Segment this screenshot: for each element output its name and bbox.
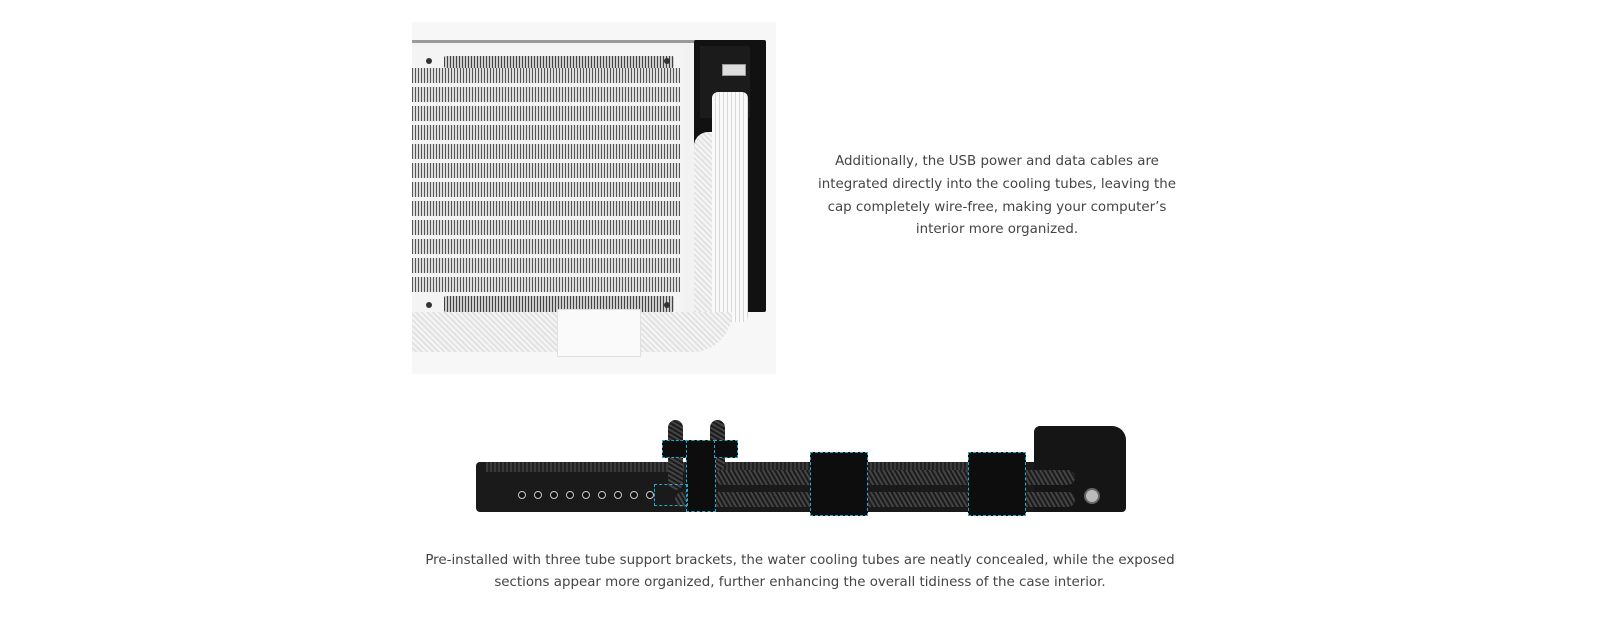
bracket-highlight-3 [968, 452, 1026, 516]
tube-bracket-product-image [470, 420, 1130, 530]
radiator-rail-top [486, 462, 1026, 472]
radiator-plate [412, 46, 684, 318]
radiator-fins-top [444, 56, 674, 68]
usb-connector-icon [722, 64, 746, 76]
tube-clip [557, 309, 641, 357]
feature-caption-tube-brackets: Pre-installed with three tube support br… [425, 553, 1175, 590]
mount-hole-icon [614, 491, 622, 499]
mount-hole-icon [518, 491, 526, 499]
radiator-fins [412, 68, 680, 296]
bracket-highlight-1c [654, 484, 688, 506]
bracket-highlight-1b [714, 440, 738, 458]
screw-icon [664, 58, 670, 64]
screw-icon [664, 302, 670, 308]
radiator-frame [412, 40, 697, 321]
bracket-highlight-1 [686, 440, 716, 512]
mount-hole-icon [582, 491, 590, 499]
bracket-highlight-2 [810, 452, 868, 516]
pump-screw-icon [1084, 488, 1100, 504]
screw-icon [426, 58, 432, 64]
mount-hole-icon [630, 491, 638, 499]
feature-description-usb-cables: Additionally, the USB power and data cab… [818, 154, 1176, 238]
mount-hole-icon [566, 491, 574, 499]
screw-icon [426, 302, 432, 308]
mount-hole-icon [646, 491, 654, 499]
bracket-highlight-1a [662, 440, 688, 458]
mount-hole-icon [598, 491, 606, 499]
radiator-fins-bottom [444, 296, 674, 312]
radiator-product-image [412, 22, 776, 374]
usb-cables [712, 92, 748, 322]
mount-hole-icon [534, 491, 542, 499]
mount-hole-icon [550, 491, 558, 499]
